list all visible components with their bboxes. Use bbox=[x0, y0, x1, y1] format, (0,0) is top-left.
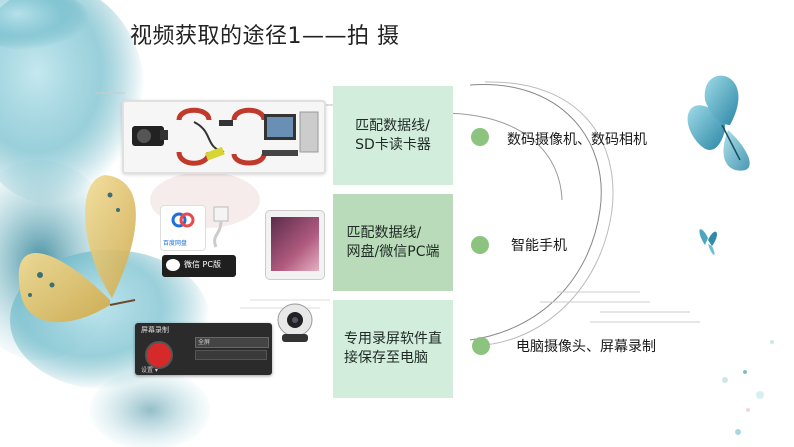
camera-device-card bbox=[122, 100, 326, 174]
arrow-icon bbox=[231, 107, 267, 121]
method-box-2: 匹配数据线/ 网盘/微信PC端 bbox=[333, 194, 453, 291]
method-box-line: 接保存至电脑 bbox=[344, 350, 428, 366]
method-box-line: SD卡读卡器 bbox=[355, 136, 431, 153]
watercolor-wash bbox=[0, 0, 145, 205]
bullet-dot bbox=[471, 236, 489, 254]
recorder-title: 屏幕录制 bbox=[141, 326, 169, 334]
phone-screen bbox=[271, 217, 319, 271]
watercolor-wash bbox=[90, 370, 210, 447]
record-icon bbox=[145, 341, 173, 369]
watercolor-wash bbox=[0, 0, 90, 50]
method-label-2: 智能手机 bbox=[511, 238, 567, 254]
usb-connector-icon bbox=[213, 206, 229, 248]
card-reader-icon bbox=[205, 146, 225, 161]
recorder-size-field bbox=[195, 350, 267, 360]
method-box-3: 专用录屏软件直 接保存至电脑 bbox=[333, 300, 453, 398]
wechat-icon bbox=[166, 259, 180, 271]
butterfly-icon bbox=[687, 75, 750, 171]
butterfly-icon bbox=[699, 229, 717, 255]
bullet-dot bbox=[471, 128, 489, 146]
recorder-mode-field: 全屏 bbox=[195, 337, 269, 348]
method-box-line: 专用录屏软件直 bbox=[344, 331, 442, 347]
arrow-icon bbox=[176, 151, 212, 166]
arrow-icon bbox=[231, 153, 267, 166]
recorder-footer: 设置 ▾ bbox=[141, 367, 158, 374]
wechat-pc-badge: 微信 PC版 bbox=[162, 255, 236, 277]
butterfly-icon bbox=[18, 175, 136, 323]
method-box-line: 网盘/微信PC端 bbox=[346, 243, 440, 260]
wechat-label: 微信 PC版 bbox=[184, 260, 221, 269]
webcam-icon bbox=[277, 303, 313, 342]
method-box-line: 匹配数据线/ bbox=[355, 117, 430, 134]
camcorder-icon bbox=[132, 126, 168, 146]
method-box-1: 匹配数据线/ SD卡读卡器 bbox=[333, 86, 453, 185]
bullet-dot bbox=[472, 337, 490, 355]
baidu-netdisk-icon: 百度网盘 bbox=[160, 205, 206, 251]
method-label-1: 数码摄像机、数码相机 bbox=[507, 132, 647, 148]
smartphone-icon bbox=[265, 210, 325, 280]
screen-recorder-window: 屏幕录制 全屏 设置 ▾ bbox=[135, 323, 272, 375]
desktop-computer-icon bbox=[262, 111, 319, 156]
arrow-icon bbox=[176, 107, 212, 121]
usb-cable-icon bbox=[193, 120, 233, 153]
slide-title: 视频获取的途径1——拍 摄 bbox=[130, 24, 400, 49]
baidu-label: 百度网盘 bbox=[163, 240, 188, 247]
method-label-3: 电脑摄像头、屏幕录制 bbox=[516, 339, 656, 355]
device-illustration bbox=[132, 107, 319, 166]
method-box-line: 匹配数据线/ bbox=[346, 224, 422, 241]
